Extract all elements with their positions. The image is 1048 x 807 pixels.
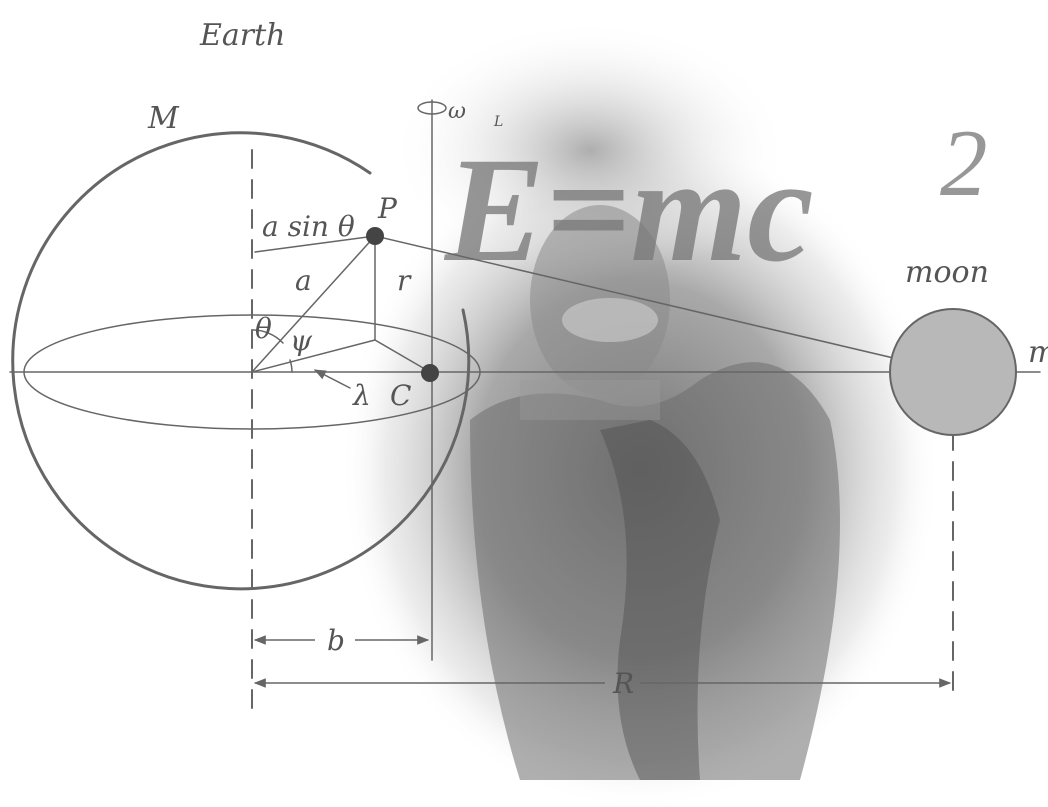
label-omega: ω (448, 99, 466, 124)
theta-arc (251, 329, 284, 344)
label-mass-M: M (147, 101, 180, 136)
portrait-image (340, 20, 940, 807)
earth-diagram (9, 99, 1041, 716)
label-omega-subscript: L (493, 114, 503, 130)
radius-a-line (251, 235, 376, 373)
rotation-icon (417, 101, 447, 115)
moon-circle (889, 308, 1017, 436)
earth-outline (11, 131, 471, 591)
foot-to-c-line (374, 339, 431, 373)
label-r: r (397, 264, 412, 297)
formula-text: E=mc (443, 127, 814, 293)
label-R: R (612, 667, 634, 700)
point-c (421, 364, 439, 382)
label-theta: θ (255, 312, 272, 345)
point-p (366, 227, 384, 245)
a-sin-theta-line (254, 235, 376, 253)
label-point-p: P (377, 192, 398, 225)
label-earth: Earth (199, 18, 286, 53)
label-a: a (295, 264, 312, 297)
label-point-c: C (390, 379, 411, 412)
projection-line (251, 339, 376, 373)
p-to-moon-line (374, 235, 954, 373)
formula-emc2: E=mc 2 (443, 110, 988, 293)
distance-arrows (253, 635, 952, 688)
label-a-sin-theta: a sin θ (262, 210, 355, 243)
label-lambda: λ (352, 379, 371, 412)
label-psi: ψ (290, 324, 313, 357)
psi-arc (289, 359, 293, 373)
lambda-pointer (313, 369, 351, 389)
formula-superscript: 2 (940, 110, 988, 216)
label-b: b (327, 624, 345, 657)
label-mass-m: m (1028, 335, 1048, 370)
label-moon: moon (905, 255, 989, 290)
